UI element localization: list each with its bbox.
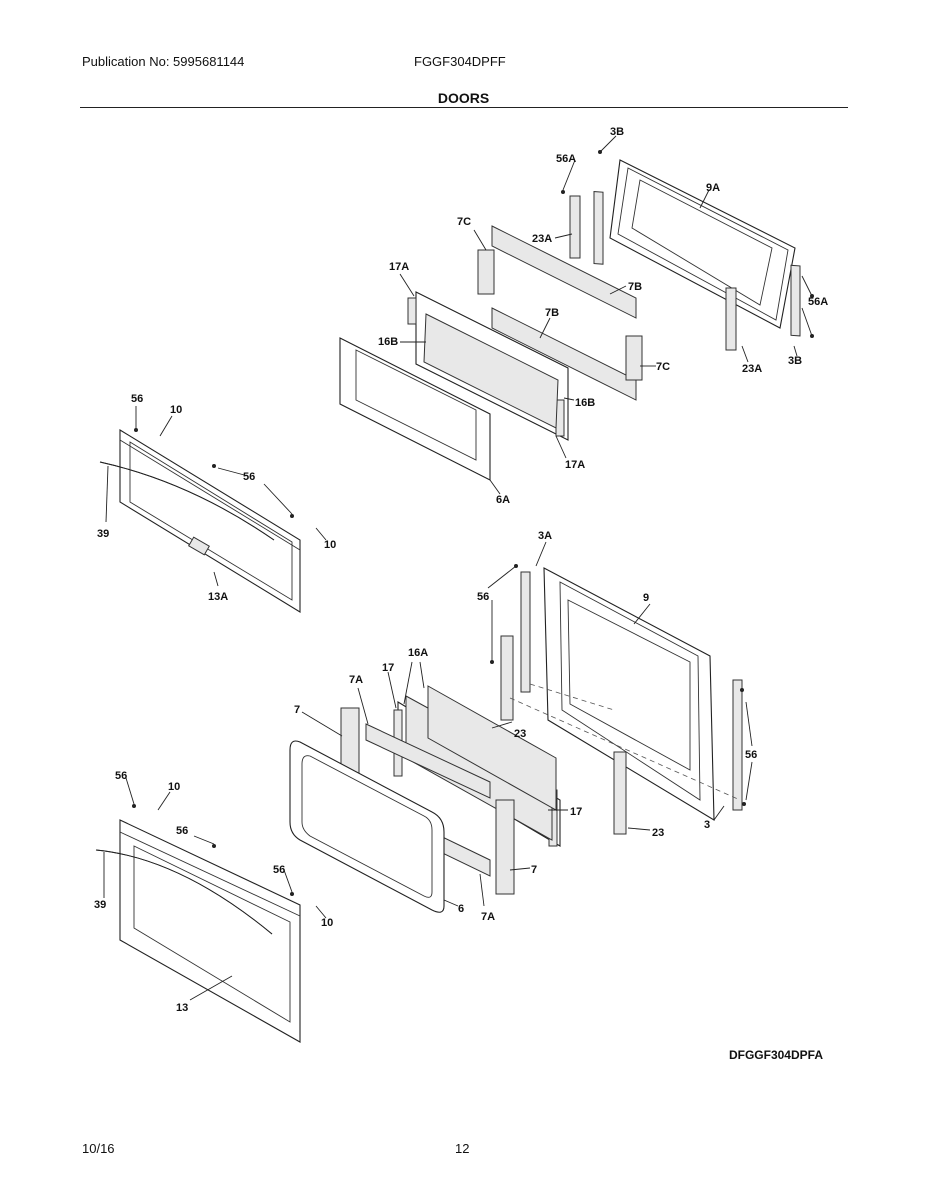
page-title: DOORS: [437, 90, 490, 106]
part-7-block-right: [495, 799, 515, 895]
page-number: 12: [455, 1141, 470, 1156]
callout-10-lower-top: 10: [168, 781, 180, 793]
upper-door-assembly: [99, 159, 801, 613]
callout-56-lower-mid1: 56: [176, 825, 188, 837]
callout-56-lower-right: 56: [745, 749, 757, 761]
callout-9: 9: [643, 592, 649, 604]
callout-39-lower: 39: [94, 899, 106, 911]
part-23-hinge-upper: [500, 635, 514, 721]
header-divider: [80, 107, 848, 108]
callout-7c-top: 7C: [457, 216, 471, 228]
part-7c-block-right: [625, 335, 643, 381]
model-number: FGGF304DPFF: [414, 54, 506, 69]
part-3-bracket: [732, 679, 743, 811]
callout-56-upper-mid: 56: [243, 471, 255, 483]
part-7b-insulation-lower: [491, 307, 637, 401]
callout-56-lower-mid2: 56: [273, 864, 285, 876]
callout-16b-right: 16B: [575, 397, 595, 409]
part-6-door-liner: [289, 740, 445, 913]
part-16b-glass: [423, 313, 559, 429]
callout-23-upper: 23: [514, 728, 526, 740]
callout-9a: 9A: [706, 182, 720, 194]
part-3a-bracket: [520, 571, 531, 693]
callout-6a: 6A: [496, 494, 510, 506]
callout-10-lower-right: 10: [321, 917, 333, 929]
part-9a-inner-frame: [609, 159, 796, 329]
part-7a-insulation-upper: [365, 723, 491, 799]
callout-39-upper: 39: [97, 528, 109, 540]
callout-23a-bottom: 23A: [742, 363, 762, 375]
part-7b-insulation-upper: [491, 225, 637, 319]
callout-56a-right: 56A: [808, 296, 828, 308]
leader-lines: [103, 135, 814, 1001]
callout-17a-top: 17A: [389, 261, 409, 273]
callout-16a: 16A: [408, 647, 428, 659]
callout-10-upper-top: 10: [170, 404, 182, 416]
callout-3: 3: [704, 819, 710, 831]
part-23a-hinge-right: [725, 287, 737, 351]
callout-13: 13: [176, 1002, 188, 1014]
callout-7a-bottom: 7A: [481, 911, 495, 923]
part-9-inner-frame: [543, 567, 715, 821]
callout-16b-left: 16B: [378, 336, 398, 348]
callout-7b-right: 7B: [628, 281, 642, 293]
diagram-code: DFGGF304DPFA: [728, 1048, 823, 1062]
callout-6: 6: [458, 903, 464, 915]
callout-17-top: 17: [382, 662, 394, 674]
callout-10-upper-right: 10: [324, 539, 336, 551]
callout-56-lower-left: 56: [477, 591, 489, 603]
callout-3a: 3A: [538, 530, 552, 542]
callout-3b-bottom: 3B: [788, 355, 802, 367]
callout-56-lower-top: 56: [115, 770, 127, 782]
part-23a-hinge-left: [569, 195, 581, 259]
callout-7a-top: 7A: [349, 674, 363, 686]
callout-56a-top: 56A: [556, 153, 576, 165]
callout-7c-right: 7C: [656, 361, 670, 373]
callout-23a-left: 23A: [532, 233, 552, 245]
callout-17a-bottom: 17A: [565, 459, 585, 471]
part-3b-bracket-bottom: [790, 264, 801, 337]
callout-labels: 3B 56A 9A 7C 23A 17A 7B 56A 7B 16B 7C 23…: [94, 126, 828, 1014]
callout-7b-mid: 7B: [545, 307, 559, 319]
callout-7-left: 7: [294, 704, 300, 716]
callout-56-upper-top: 56: [131, 393, 143, 405]
callout-3b-top: 3B: [610, 126, 624, 138]
part-23-hinge-lower: [613, 751, 627, 835]
footer-date: 10/16: [82, 1141, 115, 1156]
part-13a-outer-door: [119, 429, 301, 613]
part-13-outer-door: [119, 819, 301, 1043]
part-7c-block-left: [477, 249, 495, 295]
callout-13a: 13A: [208, 591, 228, 603]
callout-23-lower: 23: [652, 827, 664, 839]
callout-7-right: 7: [531, 864, 537, 876]
callout-17-right: 17: [570, 806, 582, 818]
part-3b-bracket-top: [593, 191, 604, 265]
lower-door-assembly: [95, 567, 743, 1043]
publication-number: Publication No: 5995681144: [82, 54, 245, 69]
doors-exploded-diagram: 3B 56A 9A 7C 23A 17A 7B 56A 7B 16B 7C 23…: [94, 126, 828, 1043]
